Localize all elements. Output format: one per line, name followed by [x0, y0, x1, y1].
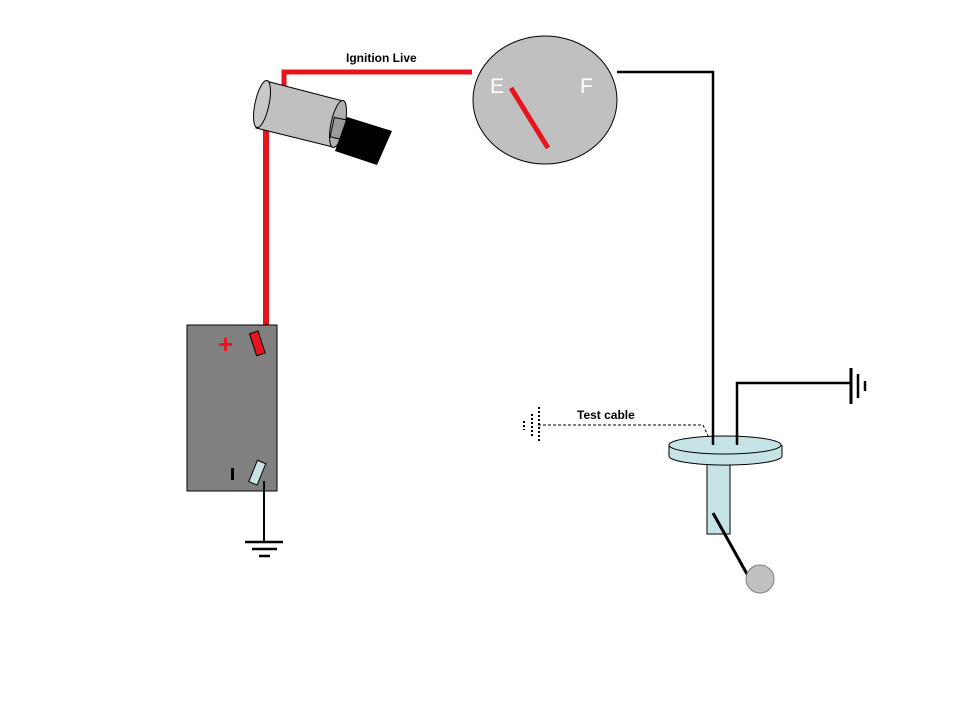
- fuel-gauge-icon: E F: [472, 35, 618, 165]
- gauge-to-sender-wire: [617, 70, 715, 442]
- float-icon: [745, 564, 775, 594]
- sender-ground-wire: [735, 381, 850, 442]
- test-cable-ground-icon: [523, 407, 540, 443]
- battery-positive-terminal: [248, 330, 266, 357]
- gauge-full-label: F: [580, 75, 593, 98]
- gauge-needle: [508, 86, 551, 150]
- float-arm: [711, 512, 754, 584]
- ignition-switch-icon: [253, 79, 392, 165]
- ground-symbol-icon: [849, 368, 867, 404]
- battery-icon: +: [186, 324, 278, 492]
- fuel-sender-icon: [668, 435, 783, 594]
- ignition-key-icon: [335, 117, 392, 165]
- test-cable-wire: [538, 424, 711, 441]
- battery-positive-symbol: +: [218, 329, 233, 359]
- test-cable-label: Test cable: [577, 408, 635, 422]
- ground-symbol-icon: [245, 540, 283, 558]
- live-wire: [263, 69, 472, 330]
- switch-to-gauge-wire: [281, 69, 472, 86]
- ignition-live-label: Ignition Live: [346, 51, 417, 65]
- battery-negative-symbol: [231, 468, 234, 480]
- gauge-face: [472, 35, 618, 165]
- sender-plate: [668, 435, 782, 455]
- battery-negative-terminal: [248, 459, 267, 486]
- gauge-empty-label: E: [490, 75, 504, 98]
